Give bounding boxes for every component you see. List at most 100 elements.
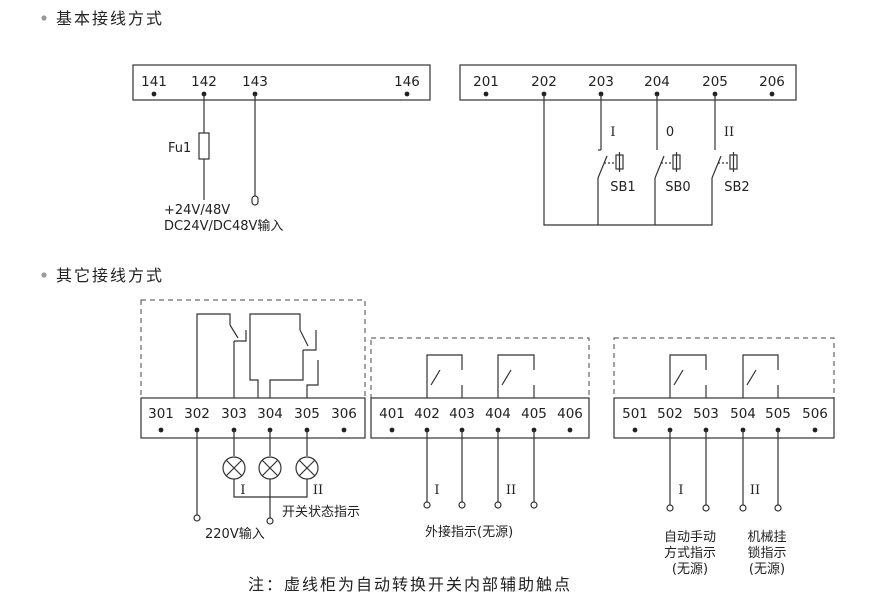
terminal-label: 141 <box>141 74 167 90</box>
contact-position-label: II <box>506 483 516 498</box>
terminal-label: 502 <box>657 406 683 422</box>
fuse-label: Fu1 <box>168 141 191 156</box>
terminal-strip-401 <box>370 397 590 439</box>
switch-position-label: II <box>724 125 734 140</box>
terminal-label: 143 <box>242 74 268 90</box>
terminal-label: 406 <box>557 406 583 422</box>
terminal-label: 504 <box>730 406 756 422</box>
terminal-dot <box>151 91 157 97</box>
supply-input-label: DC24V/DC48V输入 <box>164 218 283 234</box>
switch-position-label: 0 <box>666 125 674 140</box>
terminal-end-icon <box>702 504 710 512</box>
terminal-label: 404 <box>485 406 511 422</box>
aux-contact <box>303 330 317 351</box>
section-title-other: 其它接线方式 <box>56 266 164 285</box>
terminal-label: 503 <box>693 406 719 422</box>
terminal-label: 142 <box>191 74 217 90</box>
aux-contact-cabinet <box>370 337 590 399</box>
auto-manual-indication-label: (无源) <box>672 562 708 577</box>
terminal-end-icon <box>666 504 674 512</box>
terminal-end-icon <box>251 195 259 206</box>
terminal-label: 405 <box>521 406 547 422</box>
terminal-dot <box>483 91 489 97</box>
aux-contact <box>746 369 757 386</box>
terminal-label: 204 <box>644 74 670 90</box>
terminal-label: 401 <box>379 406 405 422</box>
terminal-label: 402 <box>414 406 440 422</box>
terminal-label: 305 <box>294 406 320 422</box>
terminal-dot <box>769 91 775 97</box>
terminal-label: 506 <box>802 406 828 422</box>
terminal-strip-201 <box>459 64 797 101</box>
aux-contact <box>306 360 319 398</box>
mechanical-lock-indication-label: 机械挂 <box>747 530 786 545</box>
aux-contact <box>673 369 684 386</box>
lamp-position-label: II <box>313 483 323 498</box>
terminal-label: 303 <box>221 406 247 422</box>
terminal-label: 206 <box>759 74 785 90</box>
terminal-label: 201 <box>473 74 499 90</box>
aux-contact <box>299 329 309 347</box>
terminal-label: 202 <box>531 74 557 90</box>
terminal-label: 302 <box>184 406 210 422</box>
section-title-basic: 基本接线方式 <box>56 9 164 28</box>
pushbutton-label: SB1 <box>610 180 635 195</box>
aux-contact <box>497 354 535 398</box>
terminal-end-icon <box>458 501 466 509</box>
contact-position-label: I <box>434 483 439 498</box>
terminal-end-icon <box>530 501 538 509</box>
fuse-icon <box>198 132 210 160</box>
switch-contact <box>654 155 665 179</box>
lamp-position-label: I <box>240 483 245 498</box>
terminal-strip-301 <box>140 397 366 439</box>
terminal-dot <box>812 427 818 433</box>
terminal-dot <box>404 91 410 97</box>
terminal-dot <box>341 427 347 433</box>
terminal-dot <box>158 427 164 433</box>
external-indication-label: 外接指示(无源) <box>425 524 513 540</box>
aux-contact <box>501 369 512 386</box>
aux-contact <box>249 313 301 398</box>
terminal-dot <box>389 427 395 433</box>
terminal-label: 403 <box>449 406 475 422</box>
lamp-icon <box>222 456 246 480</box>
aux-contact <box>742 354 779 398</box>
wire <box>543 94 713 226</box>
aux-contact-cabinet <box>140 299 366 399</box>
aux-contact <box>269 350 304 398</box>
terminal-label: 306 <box>331 406 357 422</box>
switch-contact <box>597 155 608 179</box>
auto-manual-indication-label: 自动手动 <box>664 530 716 545</box>
auto-manual-indication-label: 方式指示 <box>664 545 716 561</box>
terminal-end-icon <box>494 501 502 509</box>
mechanical-lock-indication-label: 锁指示 <box>747 545 786 561</box>
terminal-strip-141 <box>132 64 431 101</box>
lamp-icon <box>258 456 282 480</box>
terminal-label: 205 <box>702 74 728 90</box>
terminal-label: 505 <box>765 406 791 422</box>
aux-contact <box>426 354 463 398</box>
section-bullet <box>41 272 47 278</box>
mechanical-lock-indication-label: (无源) <box>749 562 785 577</box>
aux-contact <box>430 369 441 386</box>
switch-contact <box>711 155 722 179</box>
pushbutton-label: SB2 <box>724 180 749 195</box>
terminal-label: 301 <box>148 406 174 422</box>
terminal-end-icon <box>774 504 782 512</box>
terminal-end-icon <box>739 504 747 512</box>
power-input-label: 220V输入 <box>205 526 265 542</box>
aux-contact <box>669 354 707 398</box>
terminal-end-icon <box>193 514 201 522</box>
terminal-label: 203 <box>588 74 614 90</box>
terminal-dot <box>632 427 638 433</box>
aux-contact <box>196 313 231 398</box>
switch-status-label: 开关状态指示 <box>282 505 360 520</box>
lamp-icon <box>295 456 319 480</box>
terminal-label: 501 <box>622 406 648 422</box>
contact-position-label: II <box>750 483 760 498</box>
section-bullet <box>41 15 47 21</box>
pushbutton-label: SB0 <box>665 180 690 195</box>
switch-position-label: I <box>610 125 615 140</box>
terminal-label: 146 <box>394 74 420 90</box>
